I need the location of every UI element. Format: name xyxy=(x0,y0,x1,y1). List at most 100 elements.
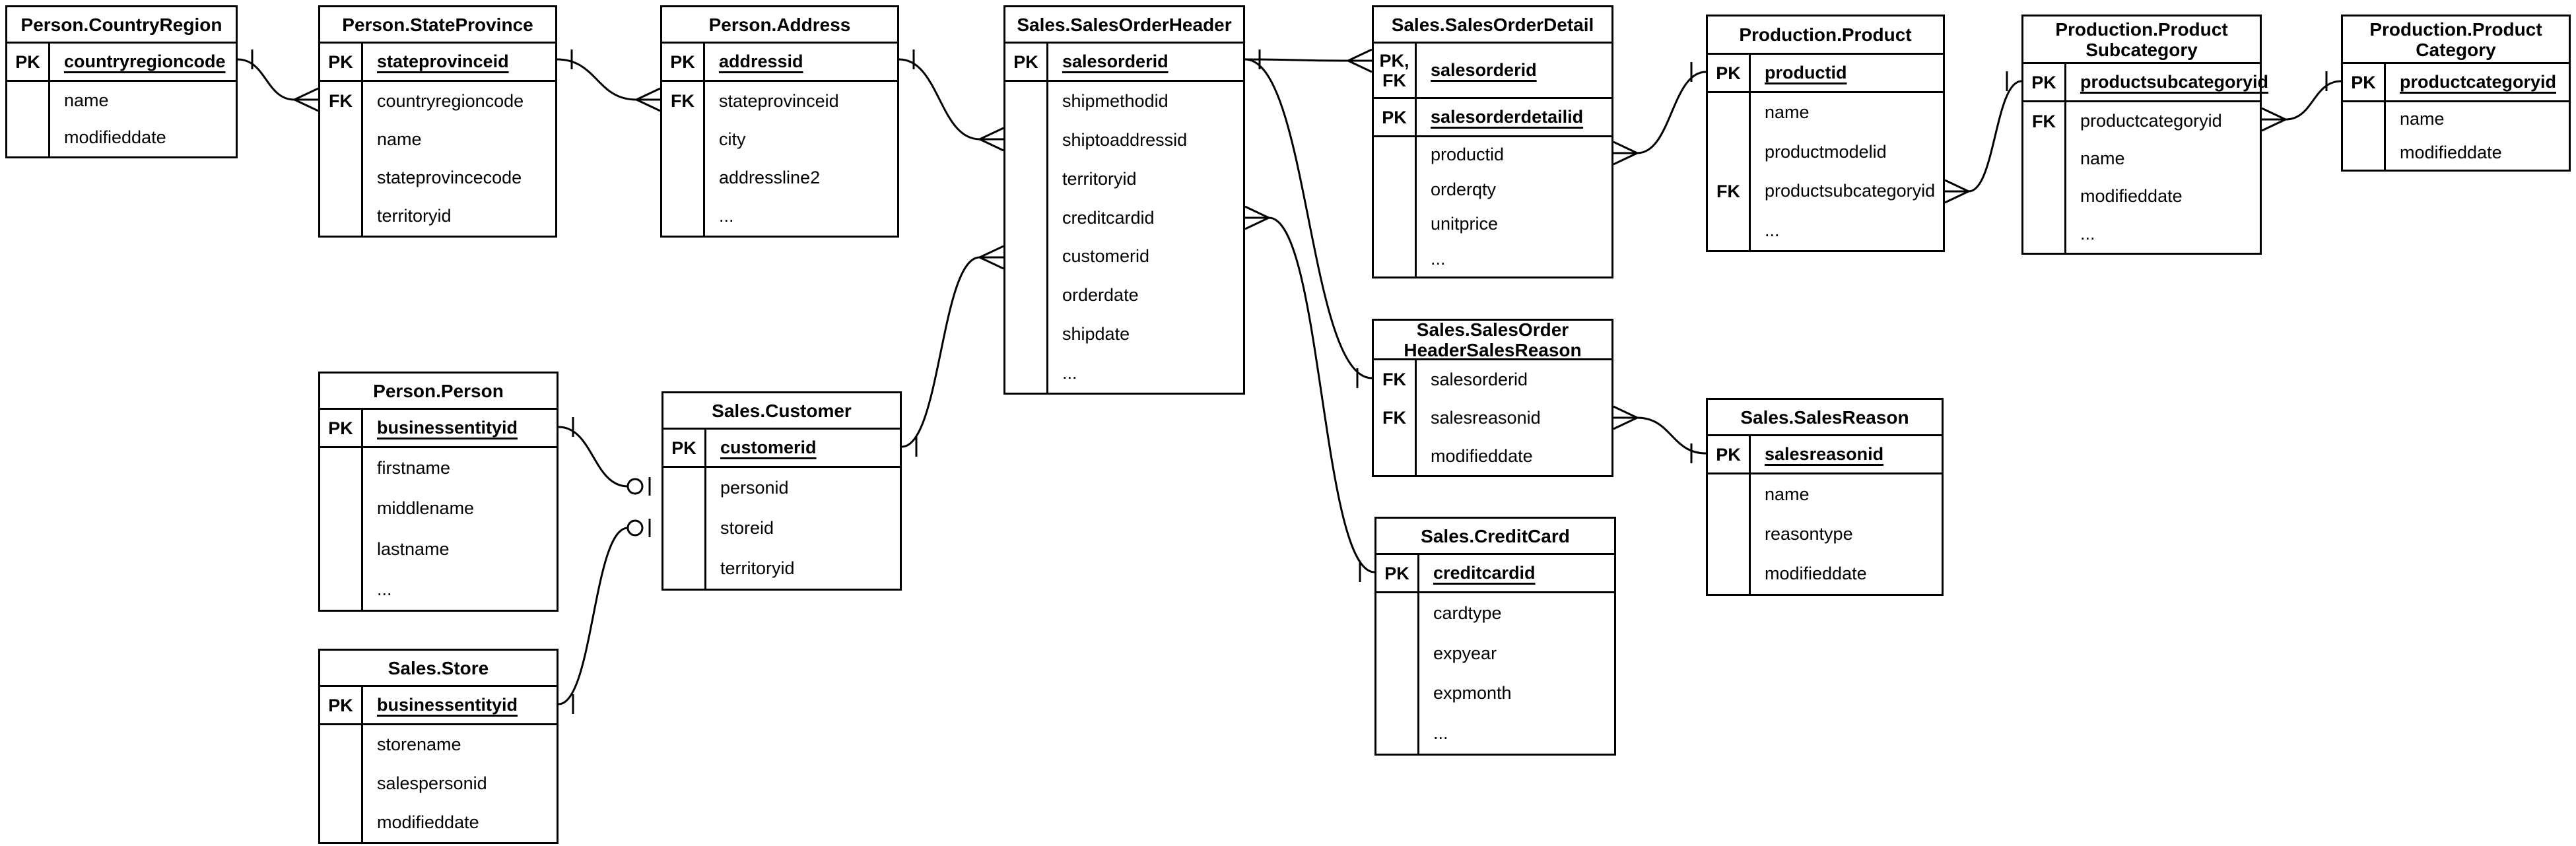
primary-key-field: countryregioncode xyxy=(64,51,226,71)
field-name: modifieddate xyxy=(1431,445,1533,466)
field-name: modifieddate xyxy=(2400,143,2502,162)
entity-title: Person.CountryRegion xyxy=(7,7,236,44)
primary-key-field: stateprovinceid xyxy=(377,51,509,71)
field-row: shipmethodid xyxy=(1005,91,1243,112)
entity-title: Sales.CreditCard xyxy=(1376,519,1614,555)
field-name: reasontype xyxy=(1765,523,1853,544)
field-name: shipmethodid xyxy=(1062,90,1169,111)
field-name: territoryid xyxy=(377,206,452,226)
field-row: personid xyxy=(663,478,900,498)
column-divider xyxy=(361,44,363,236)
field-name: modifieddate xyxy=(64,127,166,148)
column-divider xyxy=(361,687,363,842)
field-row: name xyxy=(320,129,555,150)
primary-key-field: salesorderdetailid xyxy=(1431,107,1584,127)
field-name: orderqty xyxy=(1431,179,1497,199)
entity-title: Sales.SalesOrder HeaderSalesReason xyxy=(1374,319,1611,360)
column-divider xyxy=(1415,360,1417,475)
field-row: cardtype xyxy=(1376,603,1614,624)
field-name: modifieddate xyxy=(1765,564,1867,584)
field-name: expmonth xyxy=(1433,683,1512,703)
column-divider xyxy=(2384,64,2386,170)
field-row: orderdate xyxy=(1005,285,1243,306)
field-row: modifieddate xyxy=(320,812,557,833)
relationship-sales-salesorderheader-to-sales-salesorderheadersalesreason xyxy=(1244,49,1373,388)
field-row: ... xyxy=(1374,249,1611,269)
entity-title: Sales.SalesOrderDetail xyxy=(1374,7,1611,44)
key-label: PK xyxy=(1013,51,1038,72)
relationship-person-person-to-sales-customer xyxy=(558,417,651,496)
field-row: storename xyxy=(320,734,557,755)
field-row: lastname xyxy=(320,539,557,560)
field-name: salespersonid xyxy=(377,773,487,793)
field-row: modifieddate xyxy=(7,127,236,148)
field-name: stateprovinceid xyxy=(719,90,839,111)
relationship-production-productsubcategory-to-production-productcategory xyxy=(2261,71,2342,132)
field-name: name xyxy=(64,90,109,110)
field-name: name xyxy=(2400,109,2445,129)
entity-title: Sales.SalesReason xyxy=(1708,400,1942,436)
column-divider xyxy=(48,44,50,156)
field-row: expyear xyxy=(1376,643,1614,664)
field-row: ... xyxy=(662,206,897,226)
key-label: FK xyxy=(329,91,353,112)
key-label: FK xyxy=(1382,370,1406,389)
field-name: ... xyxy=(1431,249,1446,269)
key-label: FK xyxy=(2032,111,2056,131)
key-row: PK productid xyxy=(1708,55,1943,93)
column-divider xyxy=(2064,64,2066,253)
field-name: salesorderid xyxy=(1431,369,1528,389)
field-list: storename salespersonid modifieddate xyxy=(320,725,557,842)
field-row: city xyxy=(662,129,897,150)
field-row: productid xyxy=(1374,145,1611,165)
key-label: PK xyxy=(328,51,353,72)
field-name: shipdate xyxy=(1062,324,1130,344)
field-row: territoryid xyxy=(1005,169,1243,189)
field-name: stateprovincecode xyxy=(377,168,522,188)
primary-key-field: addressid xyxy=(719,51,803,71)
field-name: ... xyxy=(719,206,734,226)
field-row: FK salesorderid xyxy=(1374,370,1611,390)
field-name: personid xyxy=(720,478,789,498)
primary-key-field: salesreasonid xyxy=(1765,444,1884,464)
relationship-person-stateprovince-to-person-address xyxy=(557,49,661,112)
primary-key-field: productcategoryid xyxy=(2400,72,2557,92)
field-name: storeid xyxy=(720,518,774,538)
field-row: name xyxy=(1708,484,1942,505)
field-name: productid xyxy=(1431,144,1505,164)
key-label: PK xyxy=(1716,444,1741,465)
field-name: name xyxy=(2080,148,2125,168)
key-label: PK xyxy=(2351,72,2376,92)
field-name: countryregioncode xyxy=(377,90,524,111)
key-label: PK xyxy=(1384,563,1409,583)
field-row: modifieddate xyxy=(1708,564,1942,584)
field-row: territoryid xyxy=(320,206,555,226)
field-row: ... xyxy=(2023,224,2260,244)
field-row: territoryid xyxy=(663,558,900,579)
field-row: name xyxy=(2343,109,2569,129)
key-label: PK xyxy=(1716,63,1741,83)
field-name: salesreasonid xyxy=(1431,407,1541,428)
key-label: PK xyxy=(15,51,40,72)
primary-key-field: productid xyxy=(1765,63,1847,82)
field-name: storename xyxy=(377,734,461,754)
